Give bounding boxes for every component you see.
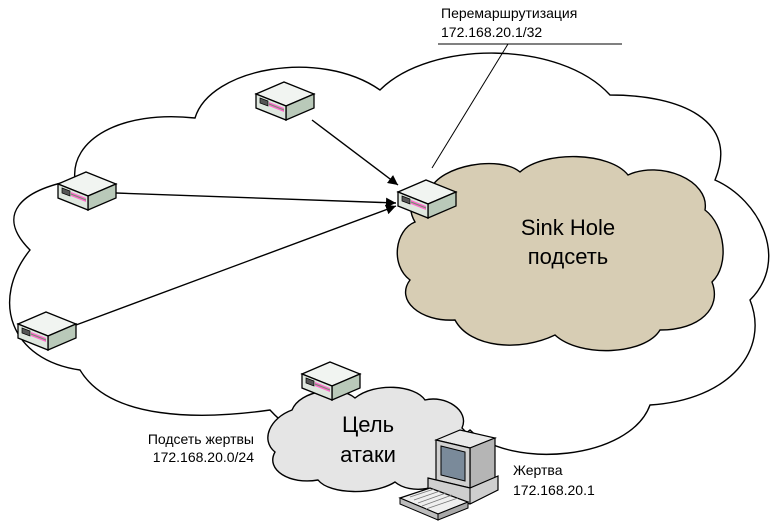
arrow-left-router [115,192,397,208]
arrow-top-router [311,119,399,186]
sinkhole-label-line2: подсеть [528,244,609,269]
victim-label-line1: Жертва [513,462,563,478]
annotation-route: 172.168.20.1/32 [441,24,542,40]
annotation-title: Перемаршрутизация [441,5,577,21]
target-label-line1: Цель [342,412,394,437]
victim-label-line2: 172.168.20.1 [513,482,595,498]
target-label-line2: атаки [340,442,396,467]
sinkhole-label-line1: Sink Hole [521,215,615,240]
arrow-bottom-left-router [75,204,397,326]
victim-subnet-label-line2: 172.168.20.0/24 [153,449,254,465]
annotation-leader-line [431,43,509,169]
victim-subnet-label-line1: Подсеть жертвы [148,431,254,447]
network-cloud [8,52,770,457]
victim-computer-icon[interactable] [398,429,499,521]
sinkhole-cloud [396,155,724,352]
